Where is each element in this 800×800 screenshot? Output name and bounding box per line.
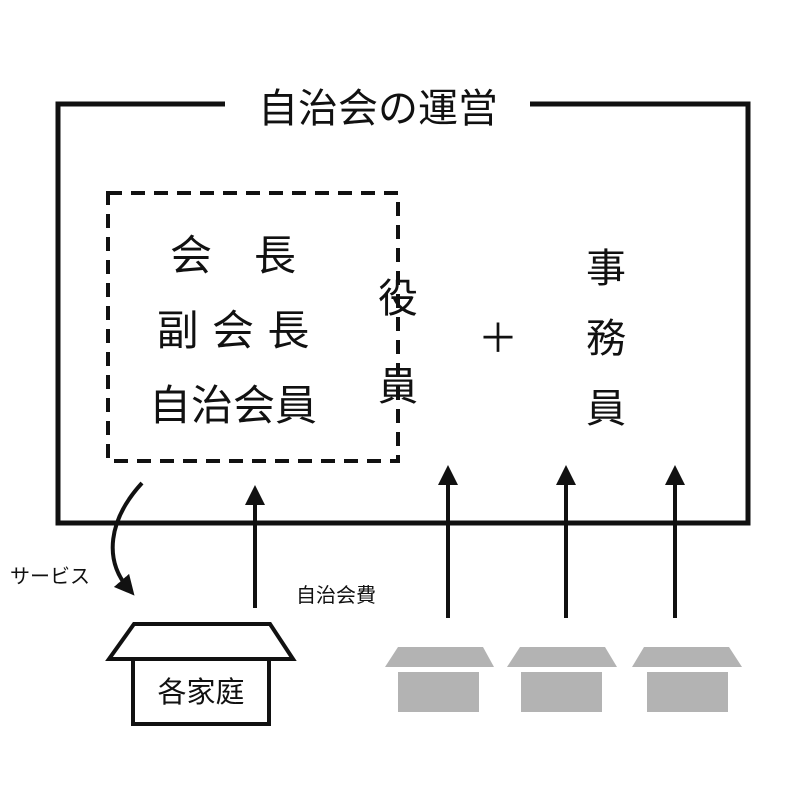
household-body — [131, 657, 271, 726]
household-house: 各家庭 — [105, 622, 297, 726]
household-roof — [105, 622, 297, 661]
gray-house-3 — [632, 647, 742, 712]
outer-frame — [55, 101, 751, 526]
role-vice-chairperson: 副 会 長 — [157, 306, 310, 355]
officers-dashed-box — [106, 191, 400, 463]
staff-label-3: 員 — [586, 386, 626, 432]
service-arrow — [110, 481, 144, 596]
diagram-title: 自治会の運営 — [258, 86, 498, 132]
staff-label-2: 務 — [586, 316, 626, 362]
service-label: サービス — [10, 564, 90, 588]
fee-label: 自治会費 — [296, 583, 376, 607]
plus-sign: ＋ — [478, 316, 518, 362]
officers-label-top: 役 — [378, 276, 418, 322]
household-label: 各家庭 — [157, 675, 244, 709]
role-association-member: 自治会員 — [149, 381, 317, 430]
officers-label-bottom: 員 — [378, 364, 418, 410]
gray-house-2 — [507, 647, 617, 712]
role-chairperson: 会 長 — [170, 231, 296, 280]
staff-label-1: 事 — [586, 246, 626, 292]
gray-house-1 — [385, 647, 494, 712]
